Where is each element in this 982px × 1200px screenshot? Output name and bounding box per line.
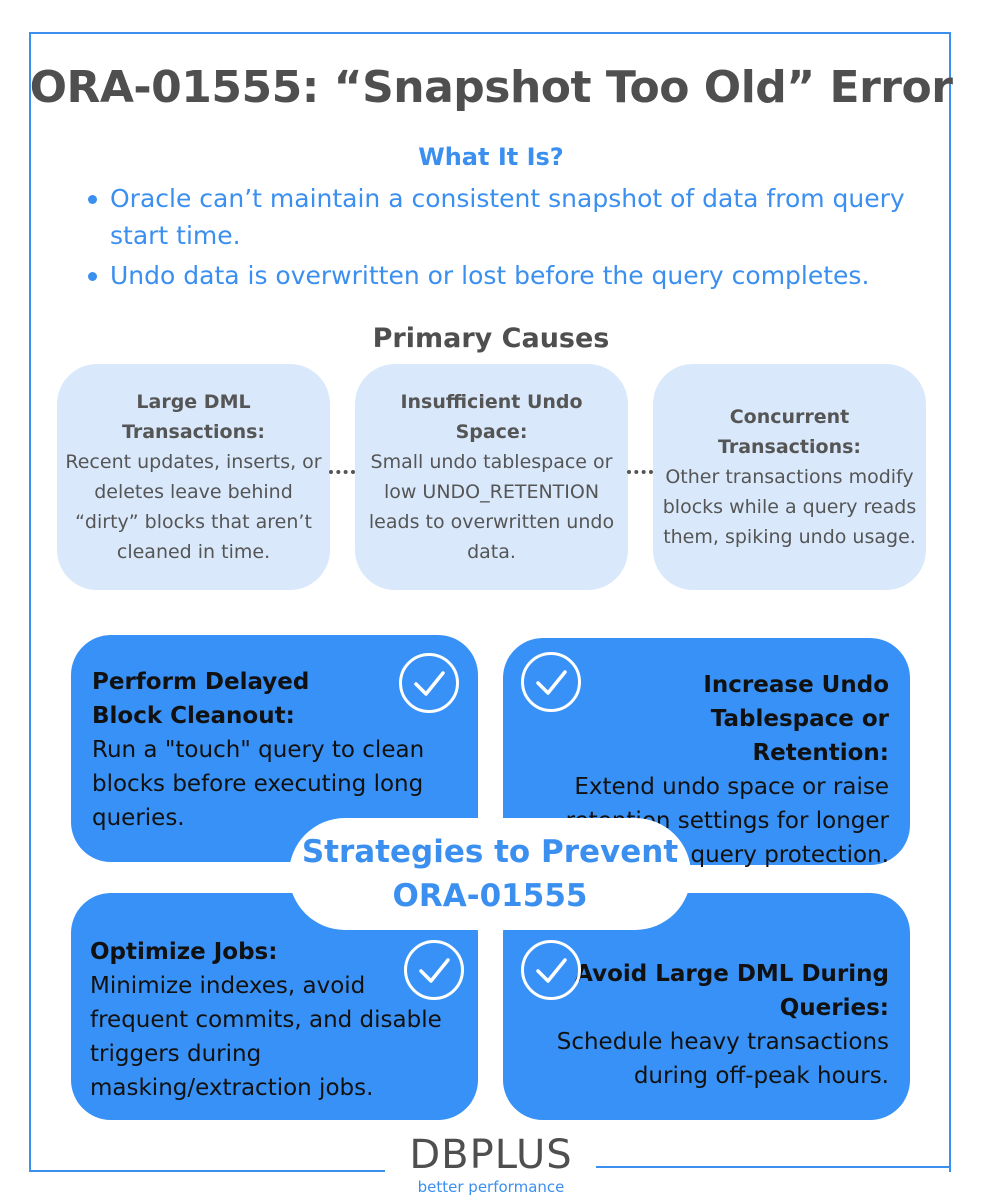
cause-title: Insufficient Undo Space: [400,391,583,443]
frame-border-right [949,32,951,1172]
strategy-card-avoid-large-dml: Avoid Large DML During Queries: Schedule… [503,893,910,1120]
frame-border-top [29,32,951,34]
connector-dots [627,470,653,474]
strategy-card-optimize-jobs: Optimize Jobs: Minimize indexes, avoid f… [71,893,478,1120]
cause-card-insufficient-undo: Insufficient Undo Space: Small undo tabl… [355,364,628,590]
page-title: ORA-01555: “Snapshot Too Old” Error [29,62,953,113]
frame-border-bottom-left [29,1170,385,1172]
strategy-title: Avoid Large DML During Queries: [575,961,889,1021]
check-circle-icon [521,652,581,712]
strategies-heading: Strategies to Prevent ORA-01555 [289,818,691,930]
bullet-icon [88,195,97,204]
strategy-title: Increase Undo Tablespace or Retention: [703,672,889,766]
what-it-is-heading: What It Is? [418,143,564,171]
strategy-text: Minimize indexes, avoid frequent commits… [90,973,442,1101]
what-it-is-item: Undo data is overwritten or lost before … [88,257,928,294]
check-circle-icon [399,653,459,713]
frame-border-bottom-right [596,1166,951,1168]
strategy-title: Perform Delayed Block Cleanout: [92,669,310,729]
strategies-heading-line2: ORA-01555 [392,878,588,914]
what-it-is-list: Oracle can’t maintain a consistent snaps… [88,180,928,297]
dbplus-logo: DBPLUS better performance [386,1132,596,1196]
frame-border-left [29,32,31,1172]
logo-tagline: better performance [417,1178,565,1196]
cause-card-large-dml: Large DML Transactions: Recent updates, … [57,364,330,590]
logo-name: DBPLUS [409,1132,573,1178]
strategy-text: Run a "touch" query to clean blocks befo… [92,737,425,831]
strategies-heading-line1: Strategies to Prevent [301,834,679,870]
cause-text: Other transactions modify blocks while a… [662,466,917,548]
cause-text: Recent updates, inserts, or deletes leav… [65,451,322,563]
cause-card-concurrent: Concurrent Transactions: Other transacti… [653,364,926,590]
cause-text: Small undo tablespace or low UNDO_RETENT… [368,451,615,563]
strategy-title: Optimize Jobs: [90,939,278,965]
what-it-is-item: Oracle can’t maintain a consistent snaps… [88,180,928,254]
cause-title: Large DML Transactions: [121,391,266,443]
cause-title: Concurrent Transactions: [717,406,862,458]
check-circle-icon [521,940,581,1000]
primary-causes-heading: Primary Causes [372,323,610,354]
check-circle-icon [404,940,464,1000]
connector-dots [329,470,355,474]
bullet-icon [88,272,97,281]
strategy-text: Schedule heavy transactions during off-p… [556,1029,889,1089]
